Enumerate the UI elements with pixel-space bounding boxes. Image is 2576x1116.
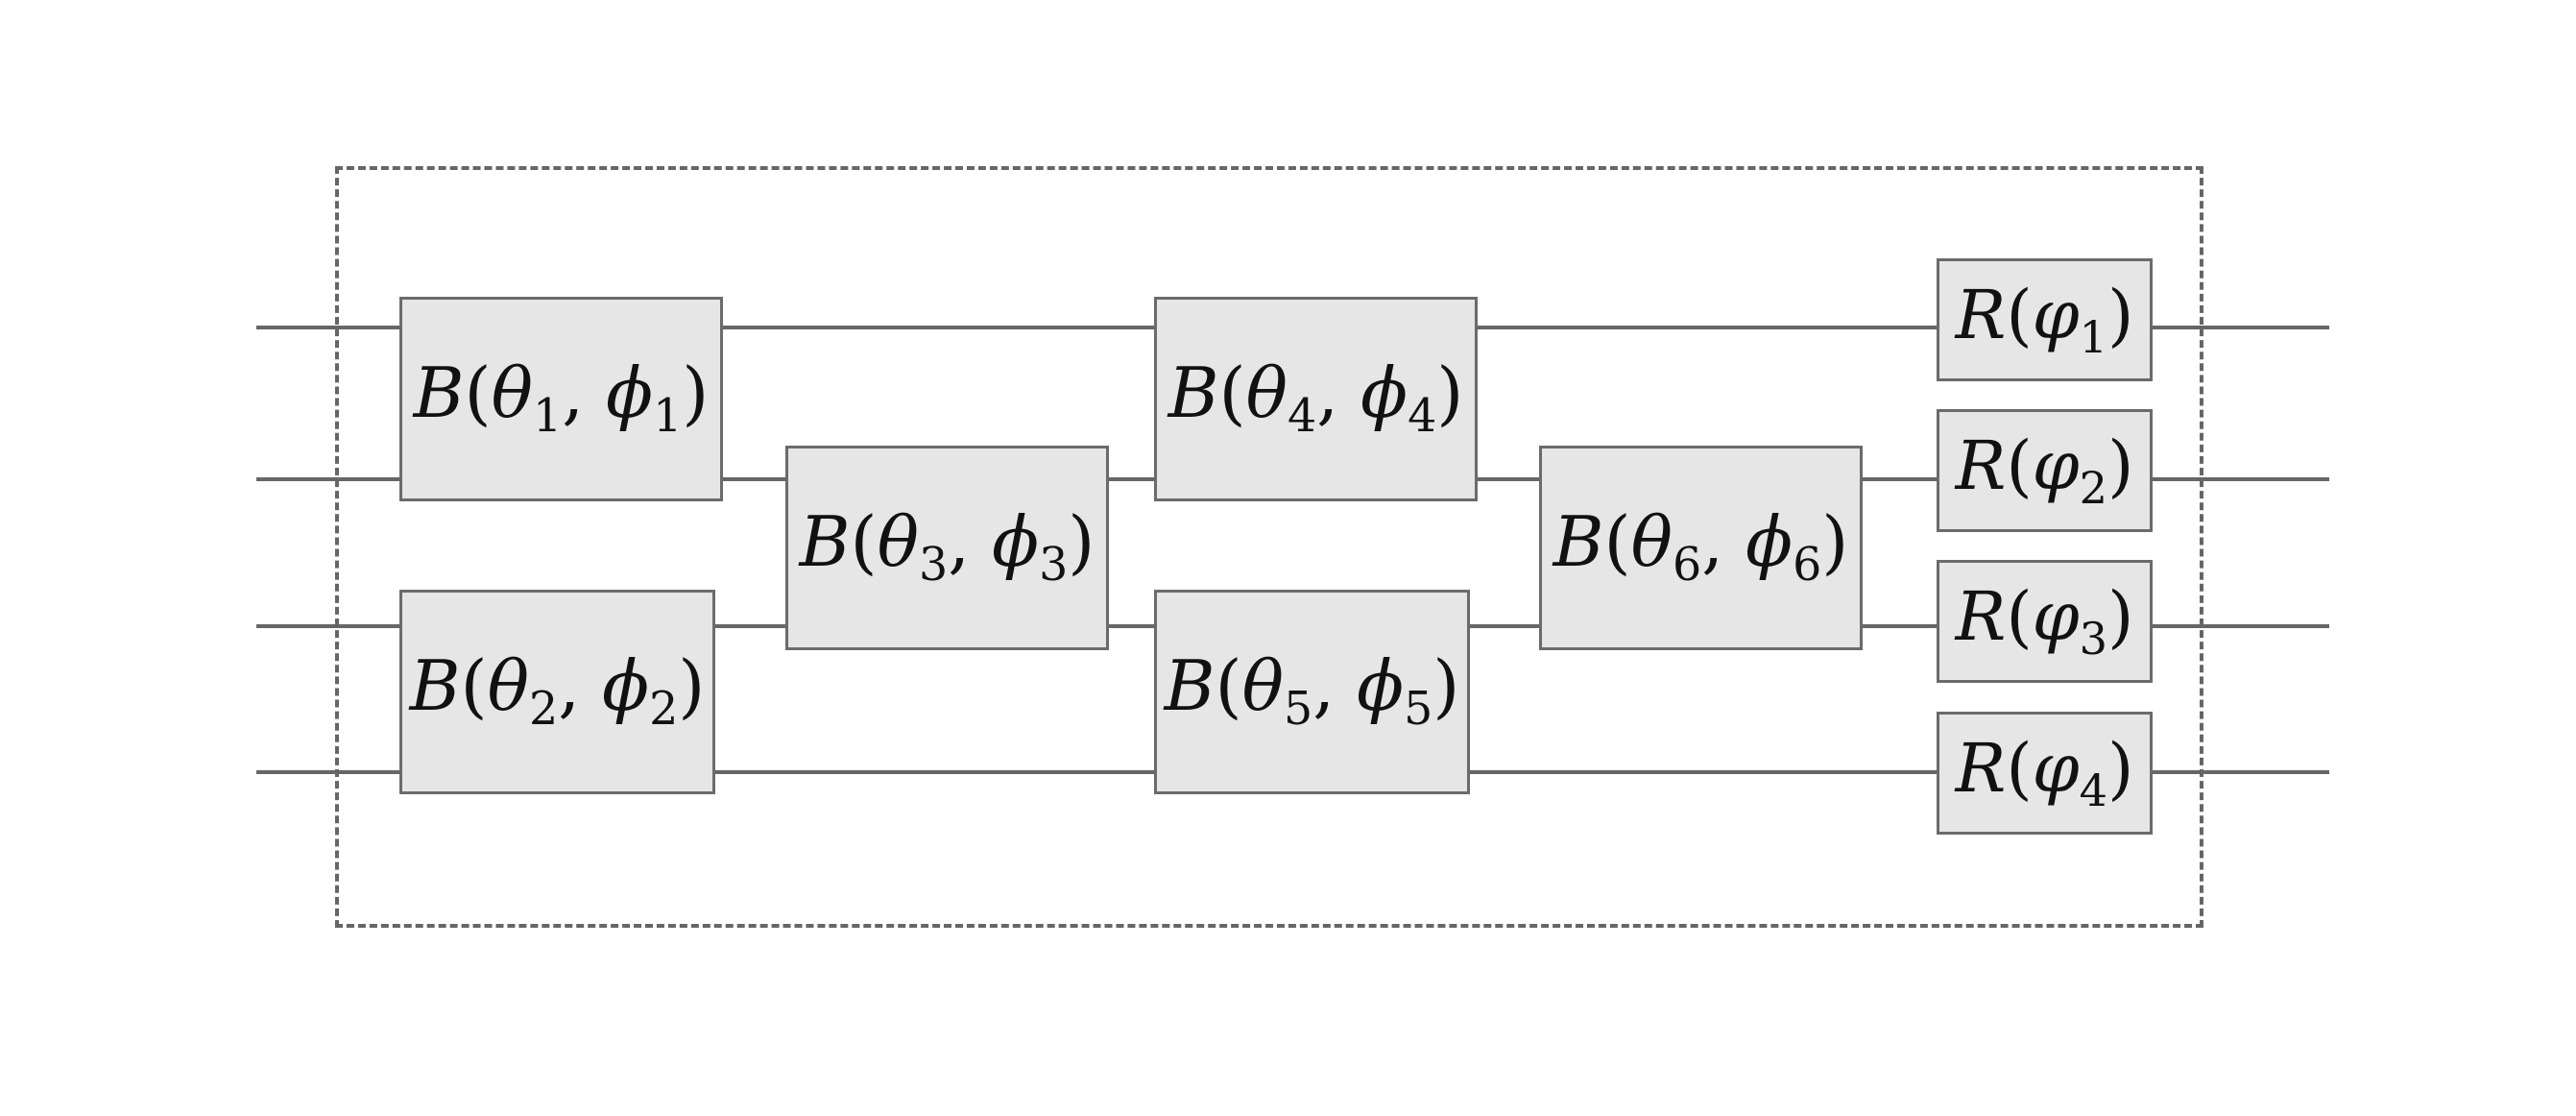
comma: , (562, 352, 606, 434)
param-symbol: θ (491, 352, 533, 434)
close-paren: ) (1432, 645, 1460, 727)
gate-name: B (1168, 352, 1219, 434)
open-paren: ( (2006, 728, 2033, 808)
open-paren: ( (464, 352, 492, 434)
open-paren: ( (1603, 501, 1631, 583)
param-symbol: ϕ (1745, 501, 1794, 583)
open-paren: ( (1215, 645, 1242, 727)
gate-label: R(φ3) (1956, 583, 2134, 661)
gate-r2: R(φ2) (1937, 409, 2153, 532)
comma: , (948, 501, 992, 583)
dashed-frame (335, 166, 2203, 928)
param-symbol: φ (2032, 425, 2080, 505)
gate-label: B(θ2, ϕ2) (410, 651, 706, 733)
param-symbol: θ (1241, 645, 1284, 727)
close-paren: ) (682, 352, 710, 434)
gate-label: B(θ3, ϕ3) (800, 507, 1095, 589)
gate-label: R(φ4) (1956, 735, 2134, 813)
param-symbol: ϕ (991, 501, 1040, 583)
param-index: 3 (1039, 539, 1069, 593)
gate-label: R(φ2) (1956, 432, 2134, 510)
open-paren: ( (2006, 576, 2033, 656)
gate-b6: B(θ6, ϕ6) (1539, 446, 1863, 650)
param-index: 3 (2079, 612, 2108, 665)
open-paren: ( (1218, 352, 1246, 434)
param-symbol: ϕ (605, 352, 654, 434)
close-paren: ) (2107, 425, 2134, 505)
gate-r4: R(φ4) (1937, 712, 2153, 835)
param-symbol: φ (2032, 275, 2080, 354)
gate-name: B (413, 352, 465, 434)
comma: , (558, 645, 602, 727)
gate-name: R (1955, 425, 2007, 505)
gate-label: B(θ5, ϕ5) (1165, 651, 1460, 733)
gate-b3: B(θ3, ϕ3) (785, 446, 1109, 650)
gate-b4: B(θ4, ϕ4) (1154, 297, 1478, 501)
gate-r1: R(φ1) (1937, 258, 2153, 381)
param-symbol: ϕ (601, 645, 650, 727)
param-index: 4 (2079, 764, 2108, 816)
param-index: 6 (1793, 539, 1822, 593)
comma: , (1312, 645, 1357, 727)
gate-label: R(φ1) (1956, 281, 2134, 359)
gate-name: B (1553, 501, 1604, 583)
close-paren: ) (2107, 576, 2134, 656)
comma: , (1316, 352, 1360, 434)
gate-label: B(θ1, ϕ1) (414, 358, 710, 440)
open-paren: ( (460, 645, 488, 727)
param-index: 2 (528, 683, 559, 737)
open-paren: ( (850, 501, 878, 583)
gate-name: B (1164, 645, 1216, 727)
gate-b1: B(θ1, ϕ1) (399, 297, 723, 501)
gate-name: B (799, 501, 851, 583)
gate-r3: R(φ3) (1937, 560, 2153, 683)
open-paren: ( (2006, 425, 2033, 505)
gate-b5: B(θ5, ϕ5) (1154, 590, 1470, 794)
close-paren: ) (2107, 728, 2134, 808)
close-paren: ) (1821, 501, 1849, 583)
param-symbol: φ (2032, 576, 2080, 656)
param-index: 6 (1672, 539, 1702, 593)
gate-b2: B(θ2, ϕ2) (399, 590, 715, 794)
param-index: 4 (1287, 390, 1317, 444)
param-index: 1 (653, 390, 683, 444)
gate-label: B(θ4, ϕ4) (1168, 358, 1464, 440)
close-paren: ) (1436, 352, 1464, 434)
param-symbol: ϕ (1360, 352, 1408, 434)
param-index: 3 (918, 539, 949, 593)
gate-name: R (1955, 728, 2007, 808)
param-index: 1 (532, 390, 563, 444)
param-symbol: θ (1245, 352, 1288, 434)
close-paren: ) (2107, 275, 2134, 354)
param-index: 2 (649, 683, 679, 737)
gate-name: B (409, 645, 461, 727)
param-index: 4 (1408, 390, 1437, 444)
open-paren: ( (2006, 275, 2033, 354)
param-symbol: θ (1630, 501, 1673, 583)
param-symbol: θ (487, 645, 529, 727)
param-index: 2 (2079, 461, 2108, 514)
param-symbol: φ (2032, 728, 2080, 808)
gate-name: R (1955, 275, 2007, 354)
param-index: 5 (1283, 683, 1313, 737)
close-paren: ) (1068, 501, 1095, 583)
comma: , (1701, 501, 1745, 583)
param-symbol: θ (877, 501, 919, 583)
param-index: 5 (1404, 683, 1433, 737)
gate-label: B(θ6, ϕ6) (1553, 507, 1849, 589)
param-symbol: ϕ (1356, 645, 1405, 727)
close-paren: ) (678, 645, 706, 727)
param-index: 1 (2079, 310, 2108, 363)
gate-name: R (1955, 576, 2007, 656)
